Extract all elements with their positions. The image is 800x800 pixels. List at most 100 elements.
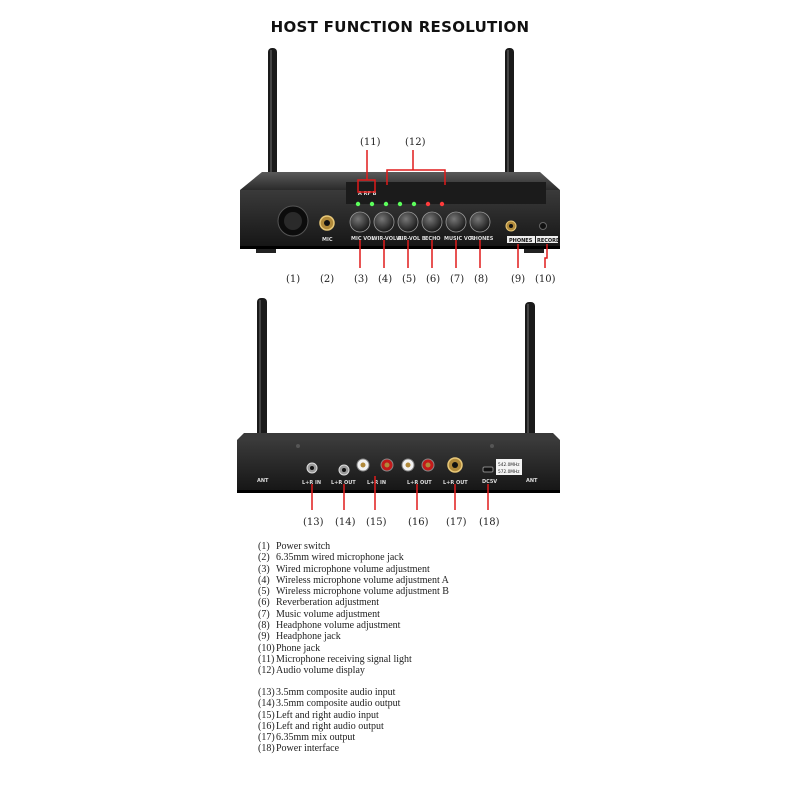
label-music-vol: MUSIC VOL: [444, 236, 476, 242]
legend-text: Power interface: [276, 743, 340, 755]
legend-text: Left and right audio input: [276, 709, 379, 721]
callout-17: (17): [446, 517, 467, 528]
callout-lines-top: [357, 150, 446, 193]
legend-number: (9): [258, 631, 270, 643]
callout-lines-bottom: [359, 240, 548, 268]
callout-4: (4): [378, 274, 392, 285]
callout-5: (5): [402, 274, 416, 285]
legend-text: Microphone receiving signal light: [276, 653, 412, 665]
callout-12: (12): [405, 137, 426, 148]
legend-group-2: (13)3.5mm composite audio input (14)3.5m…: [258, 687, 400, 755]
legend-number: (12): [258, 665, 275, 677]
power-interface: DC5V: [482, 466, 497, 485]
legend-text: Wireless microphone volume adjustment A: [276, 574, 449, 586]
knob-phones-vol: [469, 211, 491, 233]
mic-jack: MIC: [319, 215, 335, 243]
knob-mic-vol: [349, 211, 371, 233]
legend-text: 6.35mm mix output: [276, 732, 356, 744]
legend-text: Reverberation adjustment: [276, 597, 380, 609]
legend-number: (14): [258, 698, 275, 710]
legend-text: 3.5mm composite audio input: [276, 687, 396, 698]
callouts-rear-numbers: (13) (14) (15) (16) (17) (18): [303, 517, 500, 528]
legend-item: (16)Left and right audio output: [258, 721, 400, 732]
callout-14: (14): [335, 517, 356, 528]
legend-text: Audio volume display: [276, 665, 365, 677]
freq-a: 542.0MHz: [498, 462, 520, 468]
legend-group-1: (1)Power switch (2)6.35mm wired micropho…: [258, 541, 449, 677]
legend-item: (6)Reverberation adjustment: [258, 597, 449, 608]
label-echo: ECHO: [425, 236, 441, 242]
label-phones-knob: PHONES: [470, 236, 494, 242]
callout-11: (11): [360, 137, 381, 148]
legend-number: (5): [258, 586, 270, 598]
legend-item: (8) Headphone volume adjustment: [258, 620, 449, 631]
record-label: RECORD: [537, 238, 560, 244]
callout-9: (9): [511, 274, 525, 285]
antenna-left-front: [268, 48, 277, 178]
ant-label-left: ANT: [257, 478, 269, 484]
phones-label: PHONES: [509, 238, 533, 244]
callout-18: (18): [479, 517, 500, 528]
callout-15: (15): [366, 517, 387, 528]
record-jack: RECORD: [536, 222, 560, 244]
antenna-right-front: [505, 48, 514, 178]
callout-10: (10): [535, 274, 556, 285]
legend-number: (17): [258, 732, 275, 744]
label-dc5v: DC5V: [482, 479, 497, 485]
legend-number: (3): [258, 563, 270, 575]
legend-item: (17)6.35mm mix output: [258, 732, 400, 743]
legend-item: (1) Power switch: [258, 541, 449, 552]
jack-3-5mm-in: L+R IN: [302, 462, 321, 486]
legend-number: (10): [258, 642, 275, 654]
legend-item: (15)Left and right audio input: [258, 710, 400, 721]
front-view: MIC A RF B MIC VOL WIR-VOL A WIR-VOL B E: [240, 48, 560, 285]
callouts-front-numbers: (1) (2) (3) (4) (5) (6) (7) (8) (9) (10): [286, 274, 556, 285]
legend-item: (4)Wireless microphone volume adjustment…: [258, 575, 449, 586]
legend-number: (1): [258, 541, 270, 552]
legend-item: (12)Audio volume display: [258, 665, 449, 676]
page-title: HOST FUNCTION RESOLUTION: [270, 18, 530, 36]
jack-6-35-mix-out: L+R OUT: [443, 457, 468, 486]
power-switch: [277, 205, 309, 237]
rca-out: L+R OUT: [401, 458, 435, 486]
legend-number: (7): [258, 608, 270, 620]
label-lr-out-rca: L+R OUT: [407, 480, 432, 486]
jack-3-5mm-out: L+R OUT: [331, 464, 356, 486]
legend-item: (3) Wired microphone volume adjustment: [258, 564, 449, 575]
callout-lines-rear: [311, 476, 489, 510]
label-lr-out-3-5: L+R OUT: [331, 480, 356, 486]
legend-item: (11)Microphone receiving signal light: [258, 654, 449, 665]
callout-2: (2): [320, 274, 334, 285]
label-lr-in-3-5: L+R IN: [302, 480, 321, 486]
legend-item: (10)Phone jack: [258, 643, 449, 654]
legend-text: Left and right audio output: [276, 720, 384, 732]
label-mic-vol: MIC VOL: [351, 236, 375, 242]
callout-3: (3): [354, 274, 368, 285]
callout-13: (13): [303, 517, 324, 528]
knob-wir-vol-a: [373, 211, 395, 233]
phones-jack: PHONES: [505, 220, 535, 244]
freq-b: 572.0MHz: [498, 469, 520, 475]
legend-text: 3.5mm composite audio output: [276, 698, 401, 710]
legend-item: (14)3.5mm composite audio output: [258, 698, 400, 709]
callout-16: (16): [408, 517, 429, 528]
callout-8: (8): [474, 274, 488, 285]
legend-text: 6.35mm wired microphone jack: [276, 552, 404, 564]
callout-7: (7): [450, 274, 464, 285]
legend-text: Power switch: [276, 541, 331, 552]
signal-leds: A RF B: [346, 182, 546, 207]
legend-number: (8): [258, 620, 270, 632]
legend-number: (11): [258, 653, 275, 665]
legend-item: (5)Wireless microphone volume adjustment…: [258, 586, 449, 597]
frequency-sticker: 542.0MHz 572.0MHz: [496, 459, 522, 475]
legend-text: Headphone jack: [276, 631, 341, 643]
ant-label-right: ANT: [526, 478, 538, 484]
legend-number: (15): [258, 709, 275, 721]
knob-echo: [421, 211, 443, 233]
callout-6: (6): [426, 274, 440, 285]
knob-wir-vol-b: [397, 211, 419, 233]
label-wir-vol-a: WIR-VOL A: [372, 236, 402, 242]
legend-text: Wired microphone volume adjustment: [276, 563, 430, 575]
legend-text: Music volume adjustment: [276, 608, 380, 620]
legend-text: Headphone volume adjustment: [276, 620, 401, 632]
